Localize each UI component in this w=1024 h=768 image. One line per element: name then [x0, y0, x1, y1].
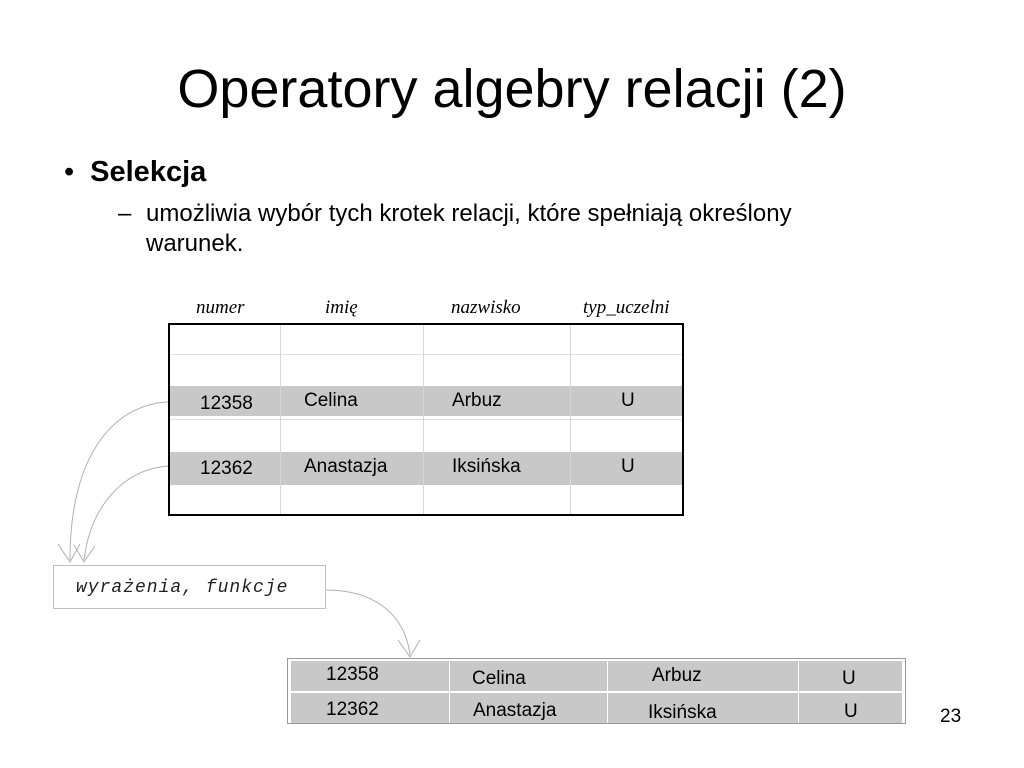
- table-row-divider: [170, 354, 682, 355]
- header-typ-uczelni: typ_uczelni: [583, 297, 670, 318]
- result-cell-imie: Celina: [472, 668, 526, 689]
- condition-box: wyrażenia, funkcje: [53, 565, 326, 609]
- sub-bullet-text: umożliwia wybór tych krotek relacji, któ…: [146, 200, 792, 257]
- cell-numer: 12358: [200, 393, 253, 414]
- header-imie: imię: [325, 297, 358, 318]
- condition-label: wyrażenia, funkcje: [76, 578, 289, 598]
- column-divider: [607, 659, 608, 723]
- column-divider: [423, 325, 424, 514]
- column-divider: [570, 325, 571, 514]
- result-table: 12358 Celina Arbuz U 12362 Anastazja Iks…: [287, 658, 906, 724]
- table-row-selected-1: [170, 386, 682, 416]
- slide-title: Operatory algebry relacji (2): [177, 59, 847, 119]
- result-cell-numer: 12358: [326, 664, 379, 685]
- column-divider: [798, 659, 799, 723]
- arrow-head-2: [73, 544, 96, 563]
- table-row: [291, 693, 902, 723]
- arrow-head-1: [57, 543, 81, 563]
- bullet-text: Selekcja: [90, 156, 207, 188]
- source-table: 12358 Celina Arbuz U 12362 Anastazja Iks…: [168, 323, 684, 516]
- header-numer: numer: [196, 297, 245, 318]
- cell-nazwisko: Arbuz: [452, 390, 502, 411]
- arrow-head-3: [397, 639, 421, 658]
- result-cell-numer: 12362: [326, 699, 379, 720]
- cell-typ-uczelni: U: [621, 390, 635, 411]
- table-row-divider: [170, 419, 682, 420]
- cell-imie: Anastazja: [304, 456, 388, 477]
- sub-bullet-marker: –: [118, 200, 132, 227]
- cell-numer: 12362: [200, 458, 253, 479]
- arrow-box-to-result: [325, 589, 411, 656]
- result-cell-nazwisko: Iksińska: [648, 702, 717, 723]
- cell-imie: Celina: [304, 390, 358, 411]
- result-cell-imie: Anastazja: [473, 700, 557, 721]
- cell-nazwisko: Iksińska: [452, 456, 521, 477]
- result-cell-typ-uczelni: U: [844, 701, 858, 722]
- bullet-marker: •: [64, 156, 75, 188]
- cell-typ-uczelni: U: [621, 456, 635, 477]
- page-number: 23: [940, 706, 962, 727]
- table-row-selected-2: [170, 452, 682, 485]
- table-row: [291, 661, 902, 691]
- arrow-row1-to-box: [69, 401, 169, 561]
- bullet-item: • Selekcja: [64, 156, 206, 189]
- result-cell-nazwisko: Arbuz: [652, 665, 702, 686]
- column-divider: [449, 659, 450, 723]
- arrow-row2-to-box: [83, 465, 169, 561]
- result-cell-typ-uczelni: U: [842, 668, 856, 689]
- column-divider: [280, 325, 281, 514]
- header-nazwisko: nazwisko: [451, 297, 521, 318]
